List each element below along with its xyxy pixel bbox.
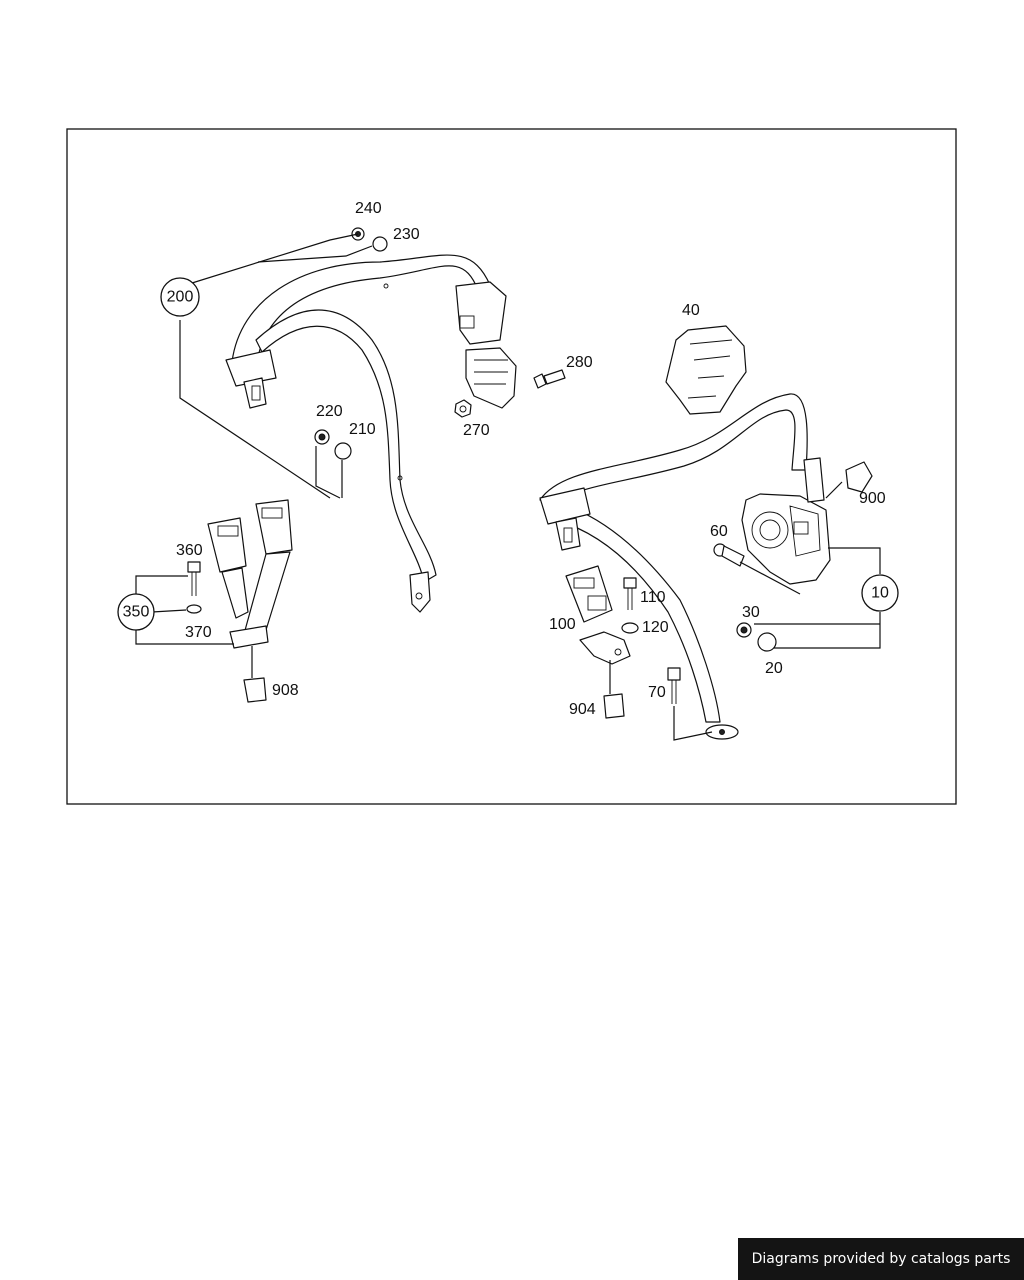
- svg-text:350: 350: [123, 604, 150, 621]
- label-280[interactable]: 280: [566, 354, 593, 371]
- label-120[interactable]: 120: [642, 619, 669, 636]
- label-20[interactable]: 20: [765, 660, 783, 677]
- label-360[interactable]: 360: [176, 542, 203, 559]
- label-900[interactable]: 900: [859, 490, 886, 507]
- svg-text:200: 200: [167, 289, 194, 306]
- callout-350[interactable]: 350: [117, 593, 155, 631]
- double-buckle-assembly: [135, 499, 293, 703]
- single-buckle-assembly: [565, 565, 639, 719]
- label-370[interactable]: 370: [185, 624, 212, 641]
- svg-text:10: 10: [871, 585, 889, 602]
- callout-10[interactable]: 10: [861, 574, 899, 612]
- label-100[interactable]: 100: [549, 616, 576, 633]
- label-220[interactable]: 220: [316, 403, 343, 420]
- credit-banner: Diagrams provided by catalogs parts: [738, 1238, 1024, 1280]
- label-908[interactable]: 908: [272, 682, 299, 699]
- label-60[interactable]: 60: [710, 523, 728, 540]
- credit-text: Diagrams provided by catalogs parts: [751, 1251, 1011, 1267]
- label-30[interactable]: 30: [742, 604, 760, 621]
- label-210[interactable]: 210: [349, 421, 376, 438]
- label-230[interactable]: 230: [393, 226, 420, 243]
- diagram-frame: [66, 128, 957, 805]
- callout-200[interactable]: 200: [160, 277, 200, 317]
- label-270[interactable]: 270: [463, 422, 490, 439]
- rear-belt-assembly: [179, 227, 566, 613]
- label-40[interactable]: 40: [682, 302, 700, 319]
- front-belt-assembly: [539, 325, 881, 741]
- label-110[interactable]: 110: [640, 589, 666, 606]
- label-240[interactable]: 240: [355, 200, 382, 217]
- label-70[interactable]: 70: [648, 684, 666, 701]
- label-904[interactable]: 904: [569, 701, 596, 718]
